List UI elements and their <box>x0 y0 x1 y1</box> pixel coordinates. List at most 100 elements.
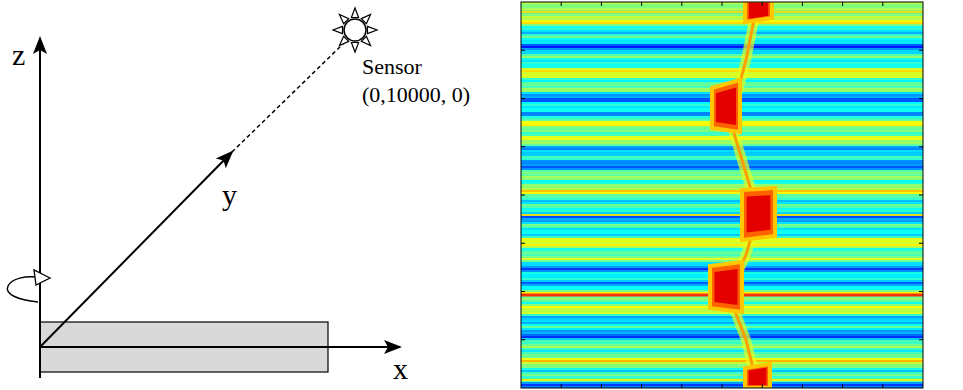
spectrum-row <box>521 242 923 244</box>
spectrum-row <box>521 356 923 358</box>
spectrogram <box>521 0 923 388</box>
spectrum-row <box>521 204 923 206</box>
tick <box>919 146 923 147</box>
spectrum-row <box>521 30 923 32</box>
spectrum-row <box>521 8 923 10</box>
spectrum-row <box>521 34 923 36</box>
spectrum-row <box>521 202 923 204</box>
tick <box>561 384 562 388</box>
z-axis-head <box>33 36 47 54</box>
spectrum-row <box>521 238 923 240</box>
spectrum-row <box>521 362 923 364</box>
spectrum-row <box>521 324 923 326</box>
spectrum-row <box>521 78 923 80</box>
spectrum-row <box>521 40 923 42</box>
spectrum-row <box>521 220 923 222</box>
spectrum-row <box>521 178 923 180</box>
spectrum-row <box>521 154 923 156</box>
axis-label: x <box>393 354 408 384</box>
spectrum-row <box>521 144 923 146</box>
spectrum-row <box>521 56 923 58</box>
spectrum-row <box>521 208 923 210</box>
spectrum-row <box>521 216 923 218</box>
tick <box>681 2 682 6</box>
tick <box>521 98 525 99</box>
spectrum-row <box>521 162 923 164</box>
spectrum-row <box>521 36 923 38</box>
spectrum-row <box>521 368 923 370</box>
spectrum-row <box>521 196 923 198</box>
energy-blob-edge <box>712 80 740 132</box>
spectrum-row <box>521 142 923 144</box>
spectrum-row <box>521 72 923 74</box>
tick <box>722 2 723 6</box>
spectrogram-image <box>521 2 923 388</box>
spectrum-row <box>521 342 923 344</box>
spectrum-row <box>521 214 923 216</box>
spectrum-row <box>521 76 923 78</box>
rotation-arrow-head <box>34 270 50 285</box>
spectrum-row <box>521 338 923 340</box>
tick <box>722 384 723 388</box>
tick <box>842 2 843 6</box>
spectrum-row <box>521 218 923 220</box>
spectrum-line <box>521 11 923 14</box>
spectrum-row <box>521 18 923 20</box>
tick <box>919 195 923 196</box>
sensor-ray <box>351 42 358 52</box>
spectrum-row <box>521 64 923 66</box>
spectrum-row <box>521 350 923 352</box>
spectrum-row <box>521 210 923 212</box>
tick <box>521 146 525 147</box>
tick <box>762 2 763 6</box>
spectrum-row <box>521 352 923 354</box>
sensor-ray <box>333 26 343 33</box>
spectrum-row <box>521 244 923 246</box>
spectrum-row <box>521 212 923 214</box>
energy-blob <box>716 88 736 125</box>
tick <box>762 384 763 388</box>
rotation-arrow <box>7 277 38 302</box>
tick <box>802 2 803 6</box>
sensor-ray <box>351 8 358 18</box>
spectrum-row <box>521 48 923 50</box>
spectrum-row <box>521 236 923 238</box>
tick <box>641 384 642 388</box>
spectrum-row <box>521 44 923 46</box>
spectrum-row <box>521 340 923 342</box>
spectrum-row <box>521 50 923 52</box>
spectrum-row <box>521 132 923 134</box>
y-axis-head <box>216 151 234 169</box>
spectrum-row <box>521 60 923 62</box>
spectrum-row <box>521 364 923 366</box>
tick <box>882 2 883 6</box>
spectrum-row <box>521 380 923 382</box>
spectrum-row <box>521 224 923 226</box>
spectrum-row <box>521 192 923 194</box>
tick <box>601 2 602 6</box>
spectrum-row <box>521 62 923 64</box>
spectrum-row <box>521 16 923 18</box>
image-border <box>521 2 923 388</box>
spectrum-row <box>521 230 923 232</box>
spectrum-line <box>521 214 923 216</box>
x-axis-head <box>384 340 402 354</box>
spectrum-row <box>521 346 923 348</box>
spectrum-row <box>521 222 923 224</box>
spectrum-row <box>521 320 923 322</box>
spectrum-row <box>521 354 923 356</box>
tick <box>521 195 525 196</box>
spectrum-row <box>521 382 923 384</box>
spectrum-row <box>521 252 923 254</box>
spectrum-row <box>521 160 923 162</box>
spectrum-row <box>521 322 923 324</box>
spectrum-row <box>521 194 923 196</box>
spectrum-row <box>521 326 923 328</box>
spectrum-row <box>521 366 923 368</box>
spectrum-row <box>521 248 923 250</box>
spectrum-row <box>521 168 923 170</box>
sensor-body <box>344 19 366 41</box>
coordinate-label: (0,10000, 0) <box>362 84 470 106</box>
